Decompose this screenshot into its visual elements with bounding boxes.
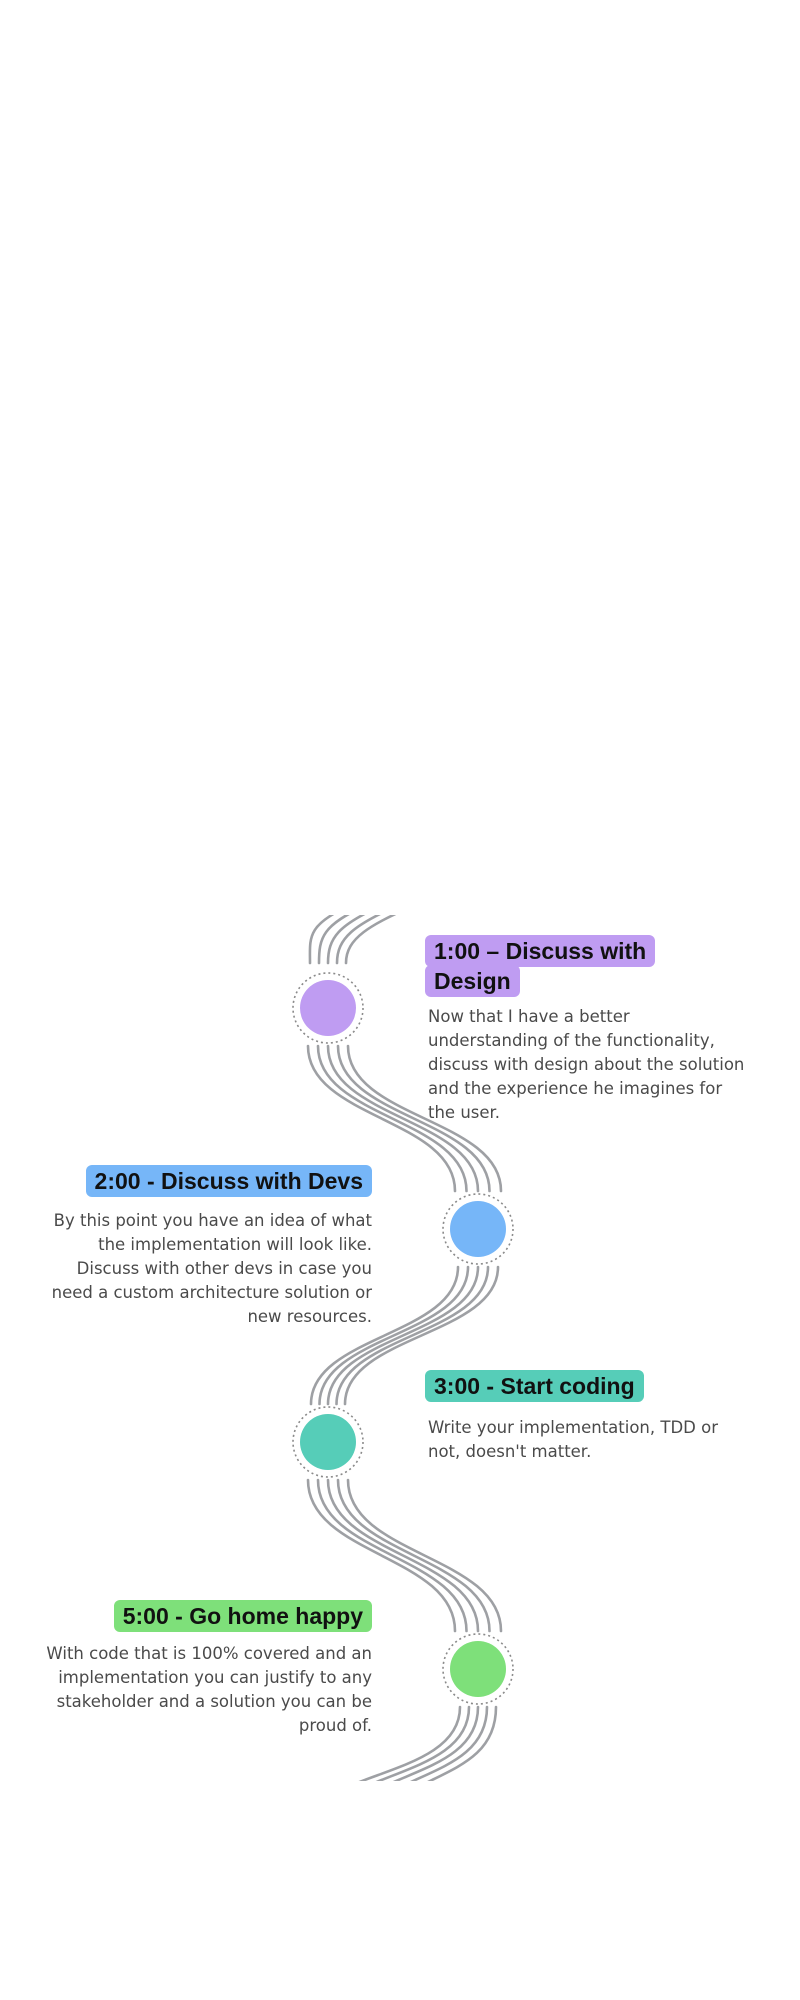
wavy-line-1-3 (335, 1265, 490, 1406)
wavy-line-exit-2 (392, 1705, 480, 1781)
wavy-line-2-0 (306, 1478, 457, 1633)
wavy-line-0-3 (336, 1044, 491, 1193)
step-3-node (300, 1414, 356, 1470)
step-1-title: 1:00 – Discuss with Design (425, 935, 675, 997)
wavy-line-entry-4 (344, 915, 397, 965)
wavy-line-entry-2 (326, 915, 366, 965)
step-3-title: 3:00 - Start coding (425, 1370, 675, 1402)
wavy-line-2-1 (316, 1478, 468, 1633)
wavy-line-exit-4 (427, 1705, 498, 1781)
wavy-line-1-4 (343, 1265, 500, 1406)
wavy-line-exit-1 (375, 1705, 471, 1781)
wavy-line-exit-0 (358, 1705, 462, 1781)
wavy-line-0-2 (326, 1044, 480, 1193)
wavy-line-1-1 (318, 1265, 470, 1406)
step-2-node (450, 1201, 506, 1257)
step-1-node (300, 980, 356, 1036)
step-3-description: Write your implementation, TDD or not, d… (428, 1418, 718, 1461)
wavy-line-exit-3 (409, 1705, 489, 1781)
step-2-description: By this point you have an idea of what t… (51, 1211, 372, 1326)
step-2-title-highlight: 2:00 - Discuss with Devs (85, 1165, 372, 1197)
wavy-line-entry-3 (335, 915, 381, 965)
step-4-title-highlight: 5:00 - Go home happy (113, 1600, 372, 1632)
wavy-line-0-0 (306, 1044, 457, 1193)
step-4-node (450, 1641, 506, 1697)
wavy-line-0-4 (346, 1044, 503, 1193)
wavy-line-2-3 (336, 1478, 491, 1633)
wavy-line-1-2 (326, 1265, 480, 1406)
wavy-line-1-0 (309, 1265, 460, 1406)
step-4-description: With code that is 100% covered and an im… (46, 1644, 372, 1735)
wavy-line-0-1 (316, 1044, 468, 1193)
wavy-line-entry-1 (317, 915, 350, 965)
timeline-nodes (292, 972, 514, 1705)
wavy-line-entry-0 (308, 915, 335, 965)
wavy-line-2-4 (346, 1478, 503, 1633)
step-2-title: 2:00 - Discuss with Devs (32, 1165, 372, 1197)
step-4-title: 5:00 - Go home happy (32, 1600, 372, 1632)
wavy-line-2-2 (326, 1478, 480, 1633)
step-1-description: Now that I have a better understanding o… (428, 1007, 745, 1122)
step-3-title-highlight: 3:00 - Start coding (425, 1370, 644, 1402)
step-1-title-highlight: 1:00 – Discuss with Design (425, 935, 656, 997)
timeline-wavy-lines (306, 915, 503, 1781)
